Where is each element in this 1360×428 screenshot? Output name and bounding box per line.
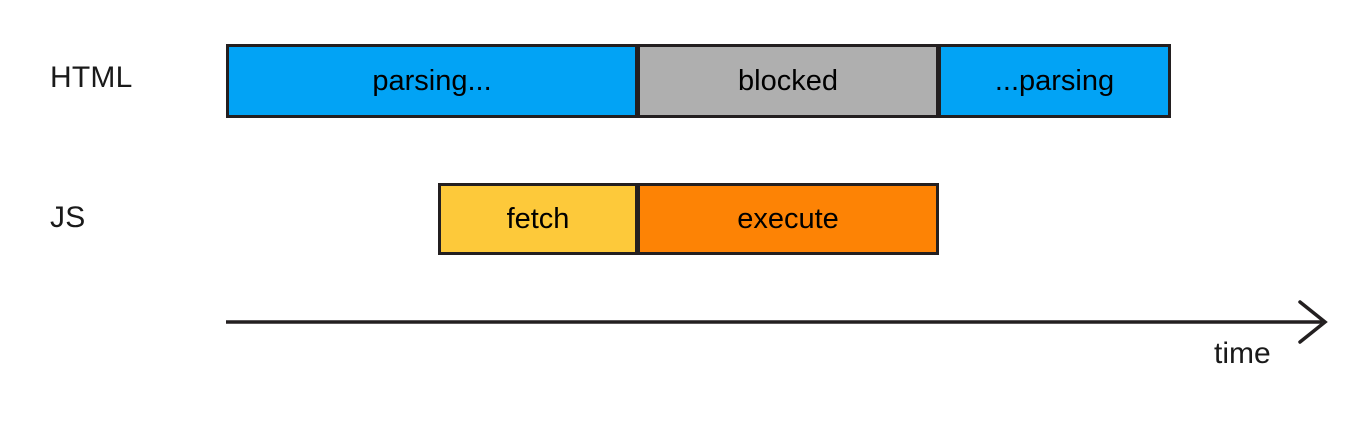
time-axis-label: time <box>1214 337 1271 370</box>
segment-label-parsing-end: ...parsing <box>994 64 1115 97</box>
segment-html-blocked: blocked <box>637 44 939 118</box>
segment-html-parsing-start: parsing... <box>226 44 638 118</box>
segment-html-parsing-end: ...parsing <box>938 44 1171 118</box>
row-label-html: HTML <box>50 61 133 94</box>
segment-label-parsing-start: parsing... <box>372 64 492 97</box>
segment-label-blocked: blocked <box>738 64 838 97</box>
segment-label-execute: execute <box>737 202 839 235</box>
arrow-right-icon <box>226 300 1328 344</box>
time-axis <box>222 296 1334 352</box>
segment-js-fetch: fetch <box>438 183 638 255</box>
segment-js-execute: execute <box>637 183 939 255</box>
segment-label-fetch: fetch <box>506 202 570 235</box>
row-label-js: JS <box>50 201 86 234</box>
